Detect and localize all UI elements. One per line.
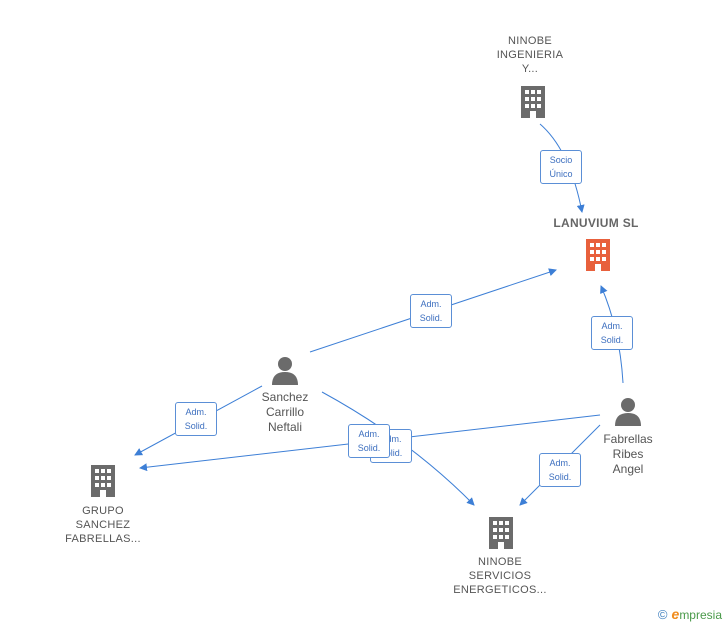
person-icon[interactable]	[613, 396, 643, 426]
node-label-fabrellas[interactable]: Fabrellas Ribes Angel	[603, 432, 653, 476]
node-label-lanuvium[interactable]: LANUVIUM SL	[553, 216, 639, 230]
edge-badge-adm-sanchez-lanuvium[interactable]: Adm. Solid.	[410, 294, 452, 328]
copyright-icon: ©	[657, 607, 668, 622]
edge-badge-adm-fabrellas-grupo[interactable]: Adm. Solid.	[348, 424, 390, 458]
building-icon[interactable]	[87, 463, 119, 497]
person-icon[interactable]	[270, 355, 300, 385]
brand-footer[interactable]: ©empresia	[658, 606, 722, 622]
brand-logo-initial: e	[671, 606, 680, 622]
node-label-grupo[interactable]: GRUPO SANCHEZ FABRELLAS...	[65, 505, 141, 545]
building-icon[interactable]	[485, 515, 517, 549]
building-icon[interactable]	[517, 84, 549, 118]
node-label-ninobe-servicios[interactable]: NINOBE SERVICIOS ENERGETICOS...	[453, 556, 547, 596]
edge-badge-adm-fabrellas-lanuvium[interactable]: Adm. Solid.	[591, 316, 633, 350]
edge-badge-adm-fabrellas-servicios[interactable]: Adm. Solid.	[539, 453, 581, 487]
main-building-icon[interactable]	[582, 237, 614, 271]
edge-badge-socio-unico[interactable]: Socio Único	[540, 150, 582, 184]
node-label-ninobe-ingenieria[interactable]: NINOBE INGENIERIA Y...	[496, 35, 564, 75]
brand-logo-text: mpresia	[679, 608, 722, 622]
node-label-sanchez[interactable]: Sanchez Carrillo Neftali	[261, 390, 309, 434]
edge-badge-adm-sanchez-grupo[interactable]: Adm. Solid.	[175, 402, 217, 436]
